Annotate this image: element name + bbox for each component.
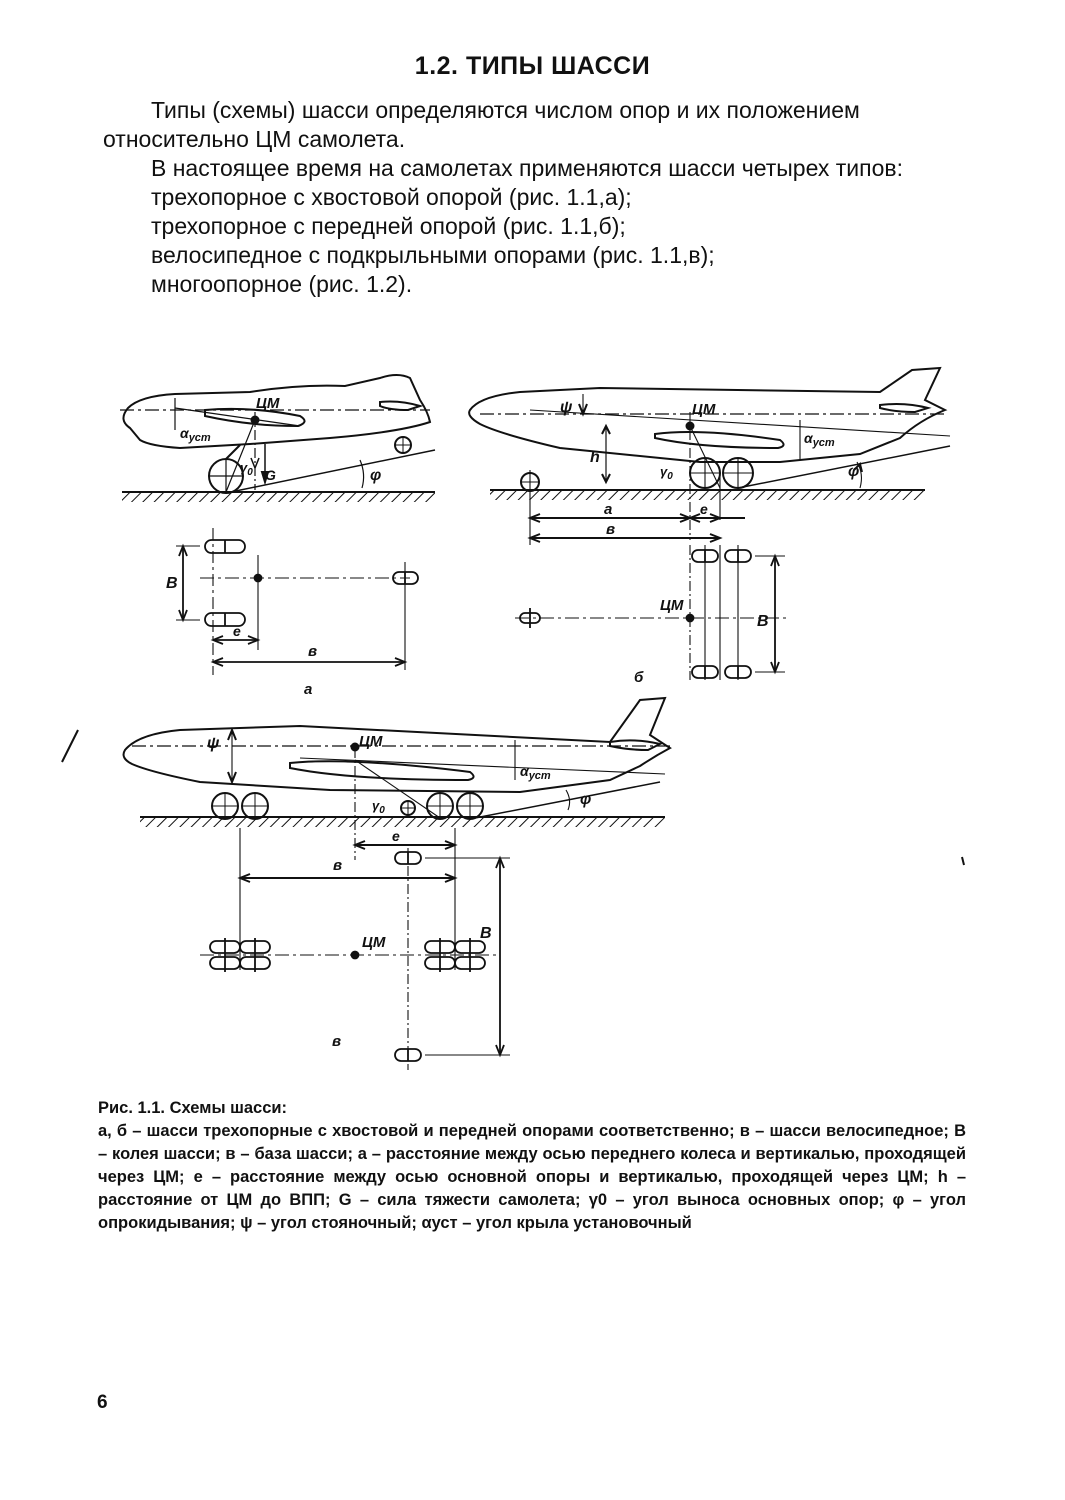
alpha-label-a: αуст — [180, 425, 211, 444]
paragraph-2: В настоящее время на самолетах применяют… — [151, 155, 904, 181]
figure-caption: Рис. 1.1. Схемы шасси: а, б – шасси трех… — [98, 1097, 966, 1235]
psi-label-b: ψ — [560, 399, 573, 416]
landing-gear-figure: ЦМ αуст G γ0 φ В е в а — [0, 350, 1065, 1090]
base-label-b: в — [606, 521, 615, 538]
aircraft-v-side-view — [122, 696, 672, 970]
margin-mark — [961, 856, 965, 866]
phi-label-v: φ — [580, 791, 591, 808]
e-label-v: е — [392, 828, 400, 844]
list-item: трехопорное с передней опорой (рис. 1.1,… — [151, 213, 626, 239]
base-label-v: в — [333, 857, 342, 874]
list-item: велосипедное с подкрыльными опорами (рис… — [151, 242, 715, 268]
cm-label-a: ЦМ — [256, 395, 280, 412]
gamma-label-v: γ0 — [372, 798, 385, 816]
track-label-a: В — [166, 575, 178, 592]
gamma-label-b: γ0 — [660, 464, 673, 482]
h-label: h — [590, 449, 600, 466]
sub-label-b: б — [634, 669, 644, 686]
aircraft-a-side-view — [120, 374, 436, 502]
g-label: G — [265, 467, 276, 483]
page-number: 6 — [97, 1392, 108, 1413]
caption-title: Рис. 1.1. Схемы шасси: — [98, 1099, 288, 1117]
sub-label-a: а — [304, 681, 312, 698]
body-text: Типы (схемы) шасси определяются числом о… — [103, 96, 968, 299]
phi-label-a: φ — [370, 467, 381, 484]
track-label-v: В — [480, 925, 492, 942]
paragraph-1: Типы (схемы) шасси определяются числом о… — [103, 97, 860, 152]
alpha-label-v: αуст — [520, 763, 551, 782]
e-label-a: е — [233, 623, 241, 639]
cm-label-b-plan: ЦМ — [660, 597, 684, 614]
e-label-b: е — [700, 501, 708, 517]
caption-text: а, б – шасси трехопорные с хвостовой и п… — [98, 1122, 966, 1232]
base-label-a: в — [308, 643, 317, 660]
aircraft-v-plan-view — [200, 848, 510, 1070]
track-label-b: В — [757, 613, 769, 630]
cm-label-v: ЦМ — [359, 733, 383, 750]
phi-label-b: φ — [848, 463, 859, 480]
a-label-b: а — [604, 501, 612, 518]
gamma-label-a: γ0 — [240, 460, 253, 478]
section-heading: 1.2. ТИПЫ ШАССИ — [414, 52, 651, 80]
cm-label-b: ЦМ — [692, 401, 716, 418]
margin-mark — [61, 729, 79, 763]
aircraft-a-plan-view — [176, 528, 419, 675]
list-item: многоопорное (рис. 1.2). — [151, 271, 413, 297]
cm-label-v-plan: ЦМ — [362, 934, 386, 951]
sub-label-v: в — [332, 1033, 341, 1050]
alpha-label-b: αуст — [804, 430, 835, 449]
aircraft-b-side-view — [468, 366, 951, 545]
landing-gear-diagram: ЦМ αуст G γ0 φ В е в а — [61, 366, 965, 1070]
psi-label-v: ψ — [207, 735, 220, 752]
list-item: трехопорное с хвостовой опорой (рис. 1.1… — [151, 184, 632, 210]
aircraft-b-plan-view — [515, 545, 790, 680]
